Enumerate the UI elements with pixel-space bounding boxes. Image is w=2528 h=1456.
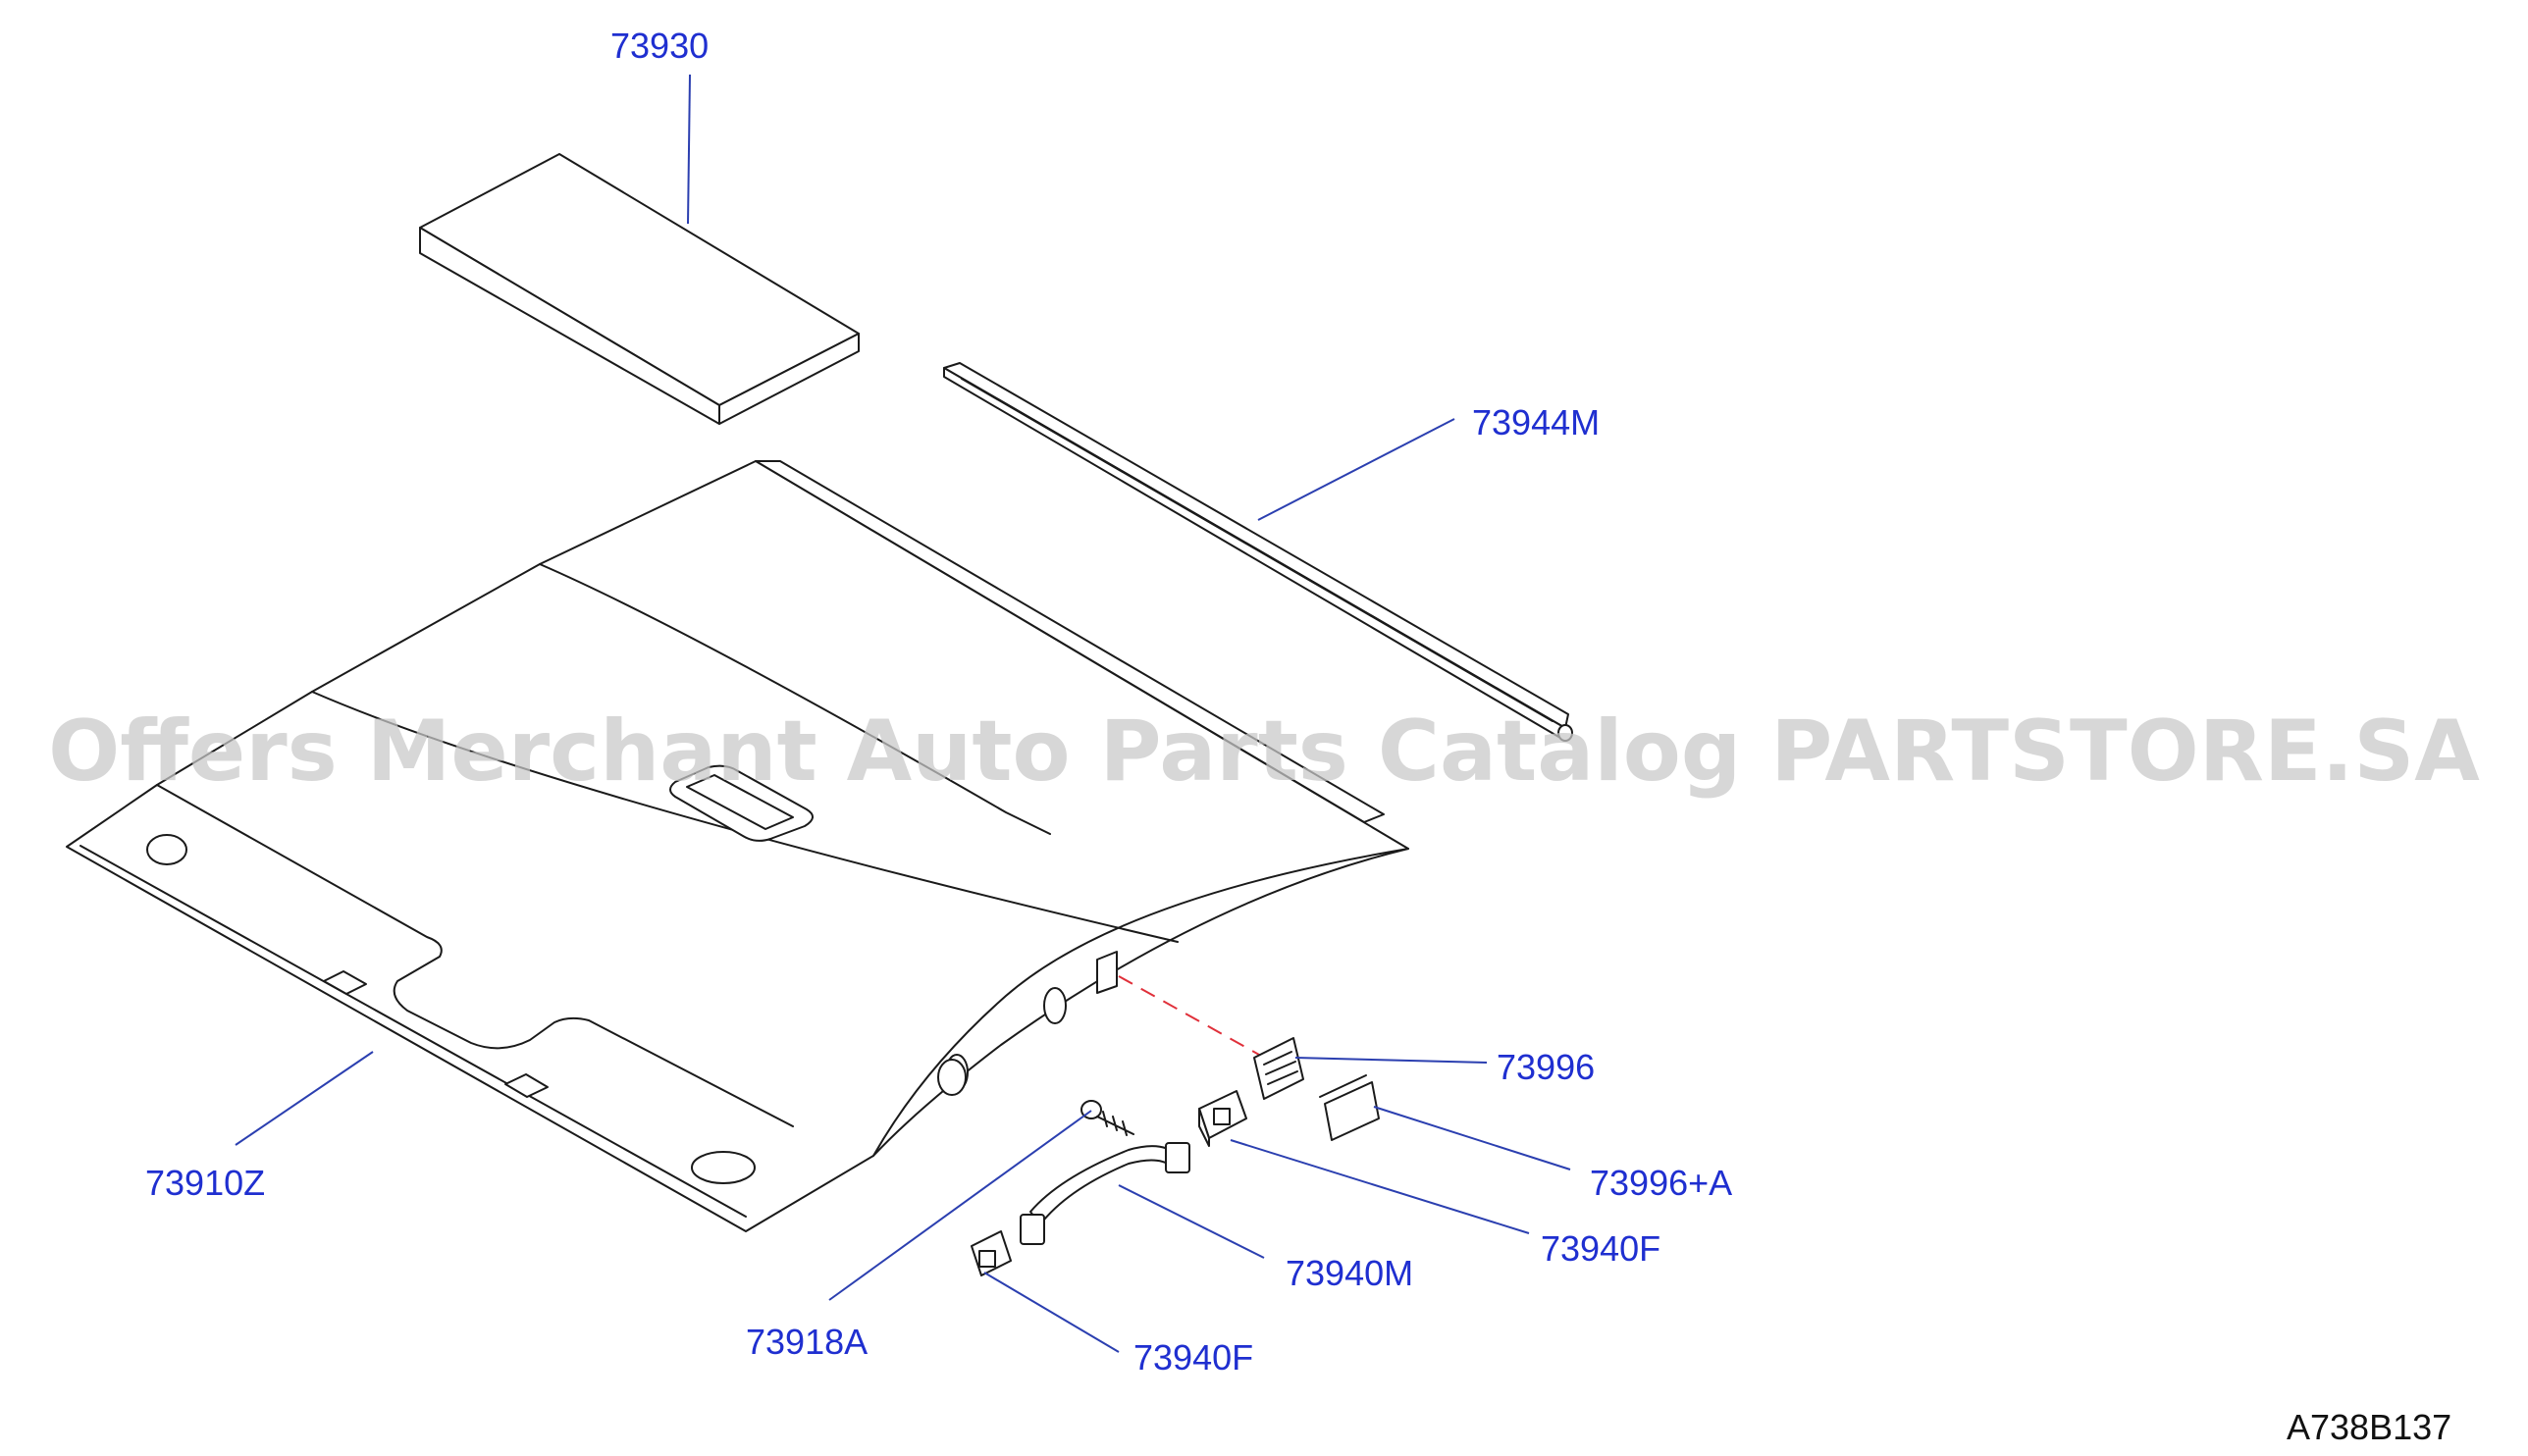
callout-73930: 73930 bbox=[610, 26, 709, 66]
callout-73940m: 73940M bbox=[1286, 1253, 1413, 1293]
diagram-code: A738B137 bbox=[2287, 1407, 2451, 1447]
leader-lines bbox=[235, 74, 1571, 1353]
callout-73910z: 73910Z bbox=[145, 1163, 265, 1203]
bracket-lower bbox=[971, 1230, 1012, 1276]
callout-73996-a: 73996+A bbox=[1590, 1163, 1732, 1203]
assist-grip bbox=[1020, 1142, 1190, 1245]
callout-73944m: 73944M bbox=[1472, 402, 1600, 442]
clip-73996 bbox=[1253, 1037, 1304, 1100]
headlining-panel bbox=[66, 460, 1409, 1232]
callout-73940f-lower: 73940F bbox=[1133, 1337, 1253, 1378]
watermark: Offers Merchant Auto Parts Catalog PARTS… bbox=[48, 702, 2480, 801]
callout-73918a: 73918A bbox=[746, 1322, 868, 1362]
callout-73996: 73996 bbox=[1497, 1047, 1595, 1087]
bracket-upper bbox=[1198, 1090, 1247, 1147]
roof-insulator-pad bbox=[419, 153, 860, 425]
screw bbox=[1080, 1100, 1134, 1136]
roof-rail-trim-strip bbox=[943, 362, 1573, 742]
clip-73996-a bbox=[1319, 1074, 1380, 1141]
callout-73940f-upper: 73940F bbox=[1541, 1228, 1660, 1269]
assembly-guide-line bbox=[1118, 975, 1269, 1061]
